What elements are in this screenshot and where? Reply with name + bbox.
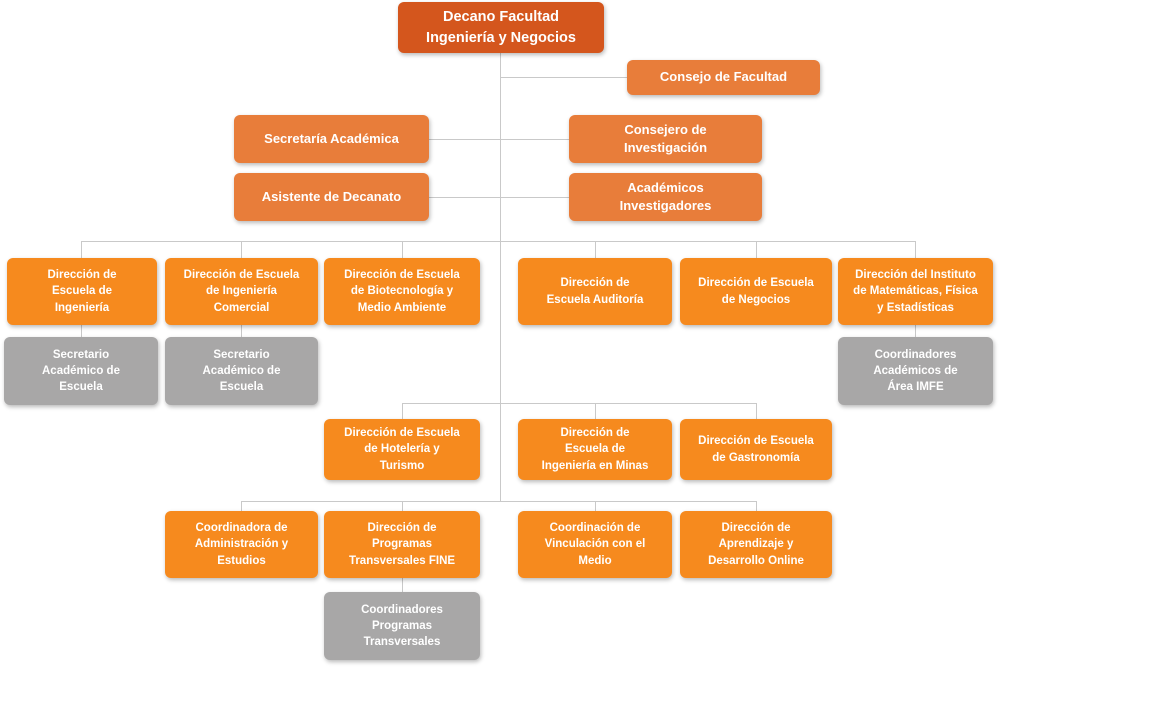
connector-line <box>402 578 403 592</box>
org-node-decano: Decano Facultad Ingeniería y Negocios <box>398 2 604 53</box>
connector-line <box>402 403 403 419</box>
org-node-coordinadores-programas-transversales: Coordinadores Programas Transversales <box>324 592 480 660</box>
connector-line <box>595 403 596 419</box>
connector-line <box>81 325 82 337</box>
connector-line <box>500 77 627 78</box>
org-node-consejero-investigacion: Consejero de Investigación <box>569 115 762 163</box>
connector-line <box>81 241 82 258</box>
org-node-escuela-ingenieria: Dirección de Escuela de Ingeniería <box>7 258 157 325</box>
org-node-coordinadores-imfe: Coordinadores Académicos de Área IMFE <box>838 337 993 405</box>
connector-line <box>241 501 756 502</box>
connector-line <box>756 403 757 419</box>
connector-line <box>756 241 757 258</box>
org-node-direccion-aprendizaje-online: Dirección de Aprendizaje y Desarrollo On… <box>680 511 832 578</box>
org-node-secretario-academico-2: Secretario Académico de Escuela <box>165 337 318 405</box>
connector-line <box>500 53 501 501</box>
org-node-escuela-auditoria: Dirección de Escuela Auditoría <box>518 258 672 325</box>
connector-line <box>241 501 242 511</box>
org-node-coordinadora-administracion: Coordinadora de Administración y Estudio… <box>165 511 318 578</box>
org-node-coordinacion-vinculacion: Coordinación de Vinculación con el Medio <box>518 511 672 578</box>
org-node-asistente-decanato: Asistente de Decanato <box>234 173 429 221</box>
org-node-academicos-investigadores: Académicos Investigadores <box>569 173 762 221</box>
org-node-secretario-academico-1: Secretario Académico de Escuela <box>4 337 158 405</box>
org-node-escuela-biotecnologia: Dirección de Escuela de Biotecnología y … <box>324 258 480 325</box>
connector-line <box>241 325 242 337</box>
connector-line <box>756 501 757 511</box>
org-node-escuela-ingenieria-comercial: Dirección de Escuela de Ingeniería Comer… <box>165 258 318 325</box>
org-node-consejo-facultad: Consejo de Facultad <box>627 60 820 95</box>
connector-line <box>915 325 916 337</box>
connector-line <box>402 501 403 511</box>
connector-line <box>429 197 569 198</box>
connector-line <box>241 241 242 258</box>
connector-line <box>915 241 916 258</box>
connector-line <box>81 241 915 242</box>
org-node-escuela-negocios: Dirección de Escuela de Negocios <box>680 258 832 325</box>
org-node-secretaria-academica: Secretaría Académica <box>234 115 429 163</box>
org-node-escuela-hoteleria: Dirección de Escuela de Hotelería y Turi… <box>324 419 480 480</box>
connector-line <box>429 139 569 140</box>
connector-line <box>595 501 596 511</box>
org-node-instituto-imfe: Dirección del Instituto de Matemáticas, … <box>838 258 993 325</box>
org-node-direccion-programas-transversales: Dirección de Programas Transversales FIN… <box>324 511 480 578</box>
connector-line <box>402 241 403 258</box>
org-node-escuela-gastronomia: Dirección de Escuela de Gastronomía <box>680 419 832 480</box>
connector-line <box>595 241 596 258</box>
org-node-escuela-mineria: Dirección de Escuela de Ingeniería en Mi… <box>518 419 672 480</box>
connector-line <box>402 403 756 404</box>
